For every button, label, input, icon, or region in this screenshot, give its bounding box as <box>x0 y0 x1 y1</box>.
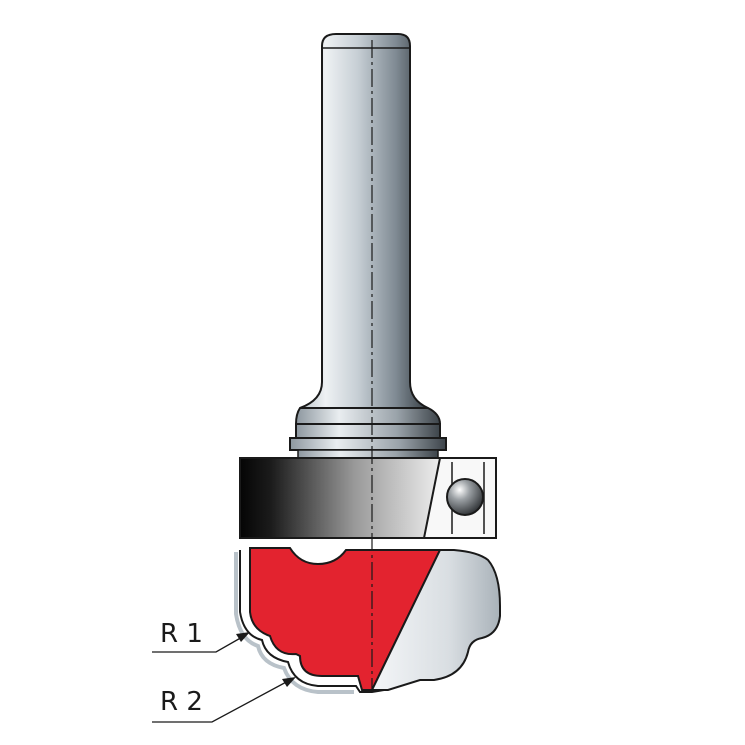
washer-rings <box>289 423 447 459</box>
shank <box>294 33 442 425</box>
bearing-ball <box>446 478 484 516</box>
cutter-profile-edge <box>239 550 385 693</box>
r2-arrowhead <box>282 677 296 687</box>
r2-label: R 2 <box>160 687 203 717</box>
cutter-carbide-tip <box>370 549 501 691</box>
cutter-head <box>234 547 501 694</box>
washer-ring-2 <box>289 437 447 451</box>
r2-leader-line <box>152 679 291 723</box>
cutter-profile-edge-outer <box>234 552 354 694</box>
r1-label: R 1 <box>160 619 203 649</box>
cutter-body-red <box>249 547 442 691</box>
ball-bearing <box>239 457 497 539</box>
washer-ring-1 <box>295 423 441 439</box>
washer-ring-3 <box>297 449 439 459</box>
radius-leaders <box>152 632 296 723</box>
shank-transition <box>294 407 442 425</box>
r1-leader-line <box>152 635 245 653</box>
shank-body <box>299 33 429 409</box>
r1-arrowhead <box>236 632 250 642</box>
